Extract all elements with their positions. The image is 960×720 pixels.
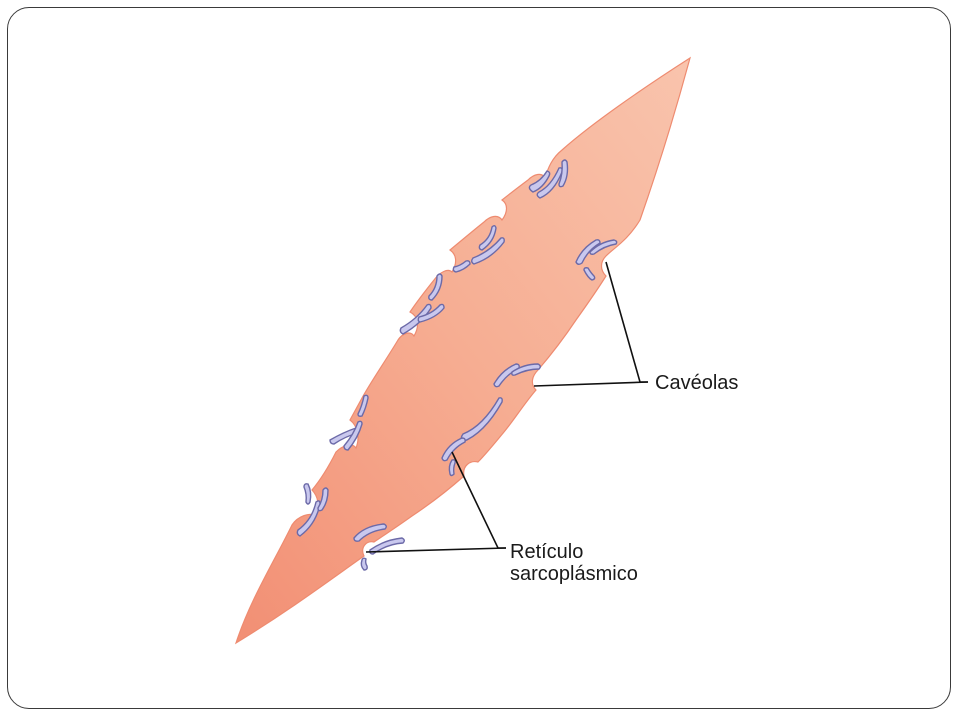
reticulum-tubule (589, 239, 618, 255)
reticulo-label-line-2: sarcoplásmico (510, 563, 638, 585)
caveolas-label: Cavéolas (655, 372, 739, 394)
reticulum-tubule (575, 239, 601, 265)
reticulum-tubule (583, 267, 596, 281)
reticulum-tubule (452, 260, 471, 273)
sarcoplasmic-reticulum-group (296, 159, 618, 571)
reticulum-tubule (369, 537, 405, 555)
caveolas-leader-line-upper (605, 261, 648, 383)
reticulum-tubule (303, 483, 312, 505)
sarcoplasmic-reticulum-label: Retículo sarcoplásmico (510, 541, 638, 585)
reticulo-label-line-1: Retículo (510, 541, 584, 563)
reticulum-tubule (417, 303, 445, 323)
reticulum-tubule (558, 159, 569, 188)
reticulum-tubule (511, 363, 541, 376)
leader-lines (365, 261, 649, 553)
reticulum-tubule (448, 459, 456, 477)
reticulum-tubule (441, 437, 466, 462)
reticulum-tubule (471, 237, 505, 265)
reticulum-tubule (360, 557, 368, 571)
reticulum-tubule (357, 394, 369, 417)
reticulum-tubule (478, 225, 497, 251)
reticulum-tubule (536, 167, 563, 199)
reticulo-leader-line-lower (365, 547, 507, 553)
reticulum-tubule (428, 273, 443, 301)
reticulum-tubule (317, 487, 329, 512)
reticulum-tubule (528, 170, 551, 193)
muscle-cell-body (234, 56, 691, 645)
reticulum-tubule (460, 397, 503, 443)
caveolas-leader-line-lower (533, 381, 649, 387)
reticulum-tubule (296, 500, 321, 537)
reticulum-tubule (343, 420, 363, 451)
reticulum-tubule (353, 523, 387, 542)
